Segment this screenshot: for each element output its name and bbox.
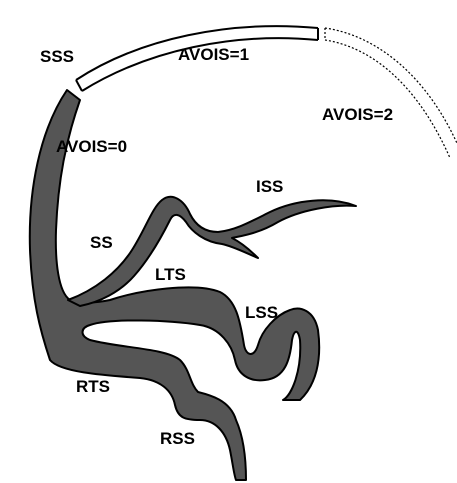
label-rts: RTS — [76, 377, 110, 396]
label-iss: ISS — [256, 177, 283, 196]
label-rss: RSS — [160, 429, 195, 448]
nonvisualized-sss-inner — [325, 40, 450, 158]
label-avois-1: AVOIS=1 — [178, 45, 249, 64]
label-lts: LTS — [155, 265, 186, 284]
label-avois-2: AVOIS=2 — [322, 105, 393, 124]
label-lss: LSS — [245, 303, 278, 322]
label-ss: SS — [90, 233, 113, 252]
label-sss: SSS — [40, 47, 74, 66]
label-avois-0: AVOIS=0 — [56, 137, 127, 156]
